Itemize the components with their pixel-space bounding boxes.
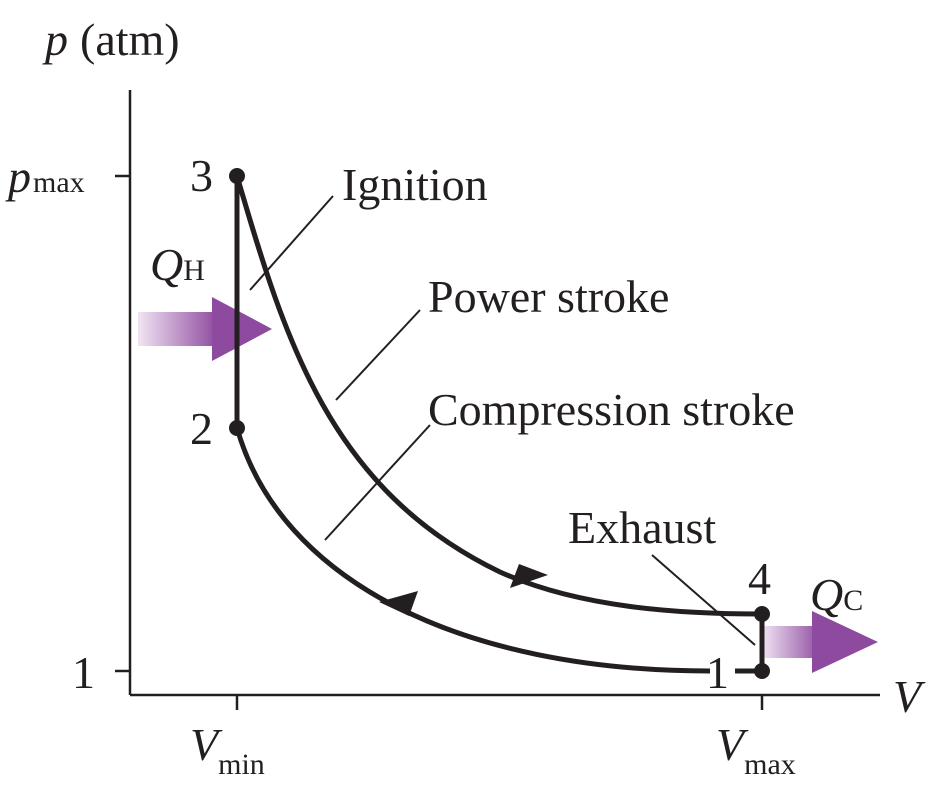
point-3-marker xyxy=(229,168,245,184)
qc-label: QC xyxy=(810,569,863,620)
ignition-leader xyxy=(249,195,334,291)
point-1-label: 1 xyxy=(706,647,729,698)
compression-stroke-direction-arrow xyxy=(379,591,418,616)
point-2-marker xyxy=(229,420,245,436)
point-2-label: 2 xyxy=(190,403,213,454)
ignition-label: Ignition xyxy=(342,159,488,210)
exhaust-label: Exhaust xyxy=(568,502,716,553)
y-axis-label: p(atm) xyxy=(42,14,180,65)
point-4-label: 4 xyxy=(748,553,771,604)
compression-stroke-leader xyxy=(324,424,431,541)
power-stroke-path xyxy=(234,175,763,617)
qh-label: QH xyxy=(150,239,205,290)
point-1-marker xyxy=(754,663,770,679)
exhaust-leader xyxy=(651,554,756,646)
y-tick-label-pmax: pmax xyxy=(5,151,85,202)
qh-heat-arrow xyxy=(138,297,272,361)
x-tick-label-vmax: Vmax xyxy=(716,719,796,781)
x-axis-label: V xyxy=(893,671,926,722)
point-4-marker xyxy=(754,606,770,622)
y-tick-label-one: 1 xyxy=(72,647,95,698)
compression-stroke-label: Compression stroke xyxy=(428,384,795,435)
power-stroke-direction-arrow xyxy=(510,564,548,588)
point-3-label: 3 xyxy=(190,150,213,201)
power-stroke-label: Power stroke xyxy=(428,271,669,322)
power-stroke-leader xyxy=(335,309,421,401)
x-tick-label-vmin: Vmin xyxy=(190,719,265,781)
qc-heat-arrow xyxy=(762,611,878,673)
